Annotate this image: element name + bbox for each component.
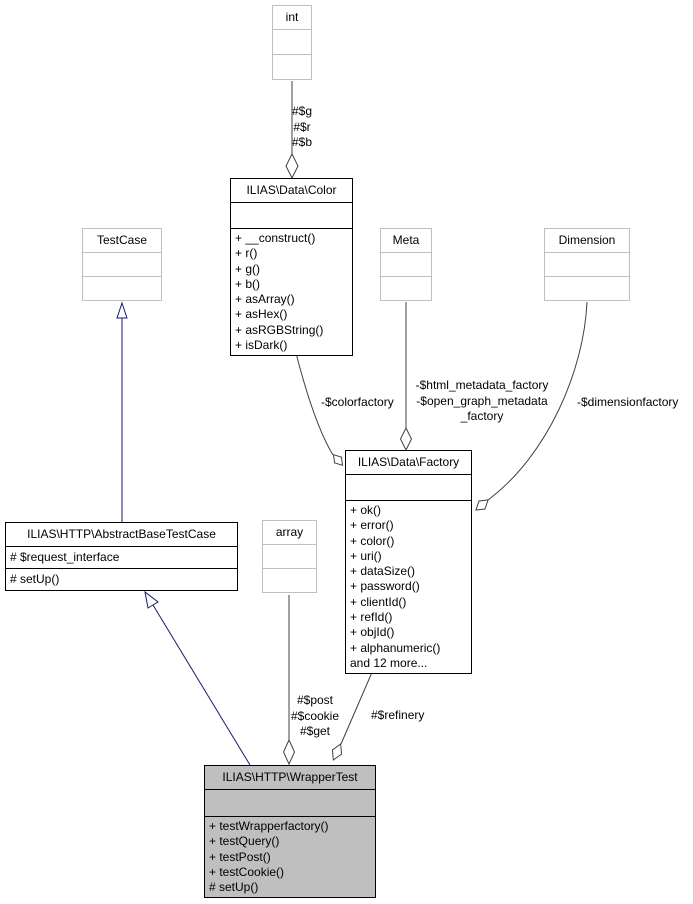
edge-color-to-factory (295, 352, 334, 456)
edge-label-post-cookie-get: #$post #$cookie #$get (290, 693, 340, 738)
class-box-ilias-data-factory[interactable]: ILIAS\Data\Factory + ok() + error() + co… (345, 450, 472, 675)
edge-label-rgb: #$g #$r #$b (291, 104, 313, 149)
attributes-compartment (205, 789, 375, 816)
method: + r() (235, 246, 258, 261)
methods-compartment (273, 54, 311, 79)
method: + objId() (350, 625, 395, 640)
method: + alphanumeric() (350, 640, 441, 655)
edge-label-colorfactory: -$colorfactory (321, 395, 394, 409)
attributes-compartment (346, 474, 471, 500)
class-box-ilias-http-wrappertest: ILIAS\HTTP\WrapperTest + testWrapperfact… (204, 765, 376, 899)
attributes-compartment (545, 252, 629, 276)
methods-compartment (263, 568, 316, 592)
methods-compartment: # setUp() (6, 568, 237, 590)
method: + isDark() (235, 338, 288, 353)
method: + asRGBString() (235, 322, 324, 337)
edge-wrappertest-to-abstractbase (152, 604, 251, 766)
attributes-compartment (381, 252, 431, 276)
edge-factory-to-wrappertest (340, 669, 374, 745)
method: and 12 more... (350, 655, 428, 670)
inheritance-arrow-icon (116, 301, 128, 319)
aggregation-diamond-icon (285, 152, 299, 180)
edge-label-metadata-factories: -$html_metadata_factory -$open_graph_met… (415, 378, 549, 423)
class-box-testcase: TestCase (82, 228, 162, 301)
method: + asHex() (235, 307, 288, 322)
attributes-compartment: # $request_interface (6, 546, 237, 568)
class-box-array: array (262, 520, 317, 593)
method: + dataSize() (350, 564, 416, 579)
inheritance-arrow-icon (144, 590, 159, 609)
method: + testWrapperfactory() (209, 819, 329, 833)
method: + asArray() (235, 292, 295, 307)
class-title: TestCase (96, 233, 148, 247)
class-title: array (275, 525, 304, 539)
methods-compartment (381, 276, 431, 300)
method: + __construct() (235, 231, 316, 245)
method: + b() (235, 276, 261, 291)
attributes-compartment (231, 202, 352, 228)
class-title: ILIAS\Data\Color (246, 183, 337, 197)
edge-label-refinery: #$refinery (371, 708, 425, 722)
method: # setUp() (209, 880, 259, 895)
attributes-compartment (273, 29, 311, 54)
aggregation-diamond-icon (399, 426, 413, 452)
method: + error() (350, 518, 394, 533)
edge-label-dimensionfactory: -$dimensionfactory (577, 395, 679, 409)
method: + g() (235, 261, 261, 276)
aggregation-diamond-icon (475, 499, 489, 511)
class-title: ILIAS\HTTP\AbstractBaseTestCase (27, 527, 216, 541)
method: + password() (350, 579, 420, 594)
aggregation-diamond-icon (332, 453, 344, 467)
class-box-ilias-http-abstractbasetestcase[interactable]: ILIAS\HTTP\AbstractBaseTestCase # $reque… (5, 522, 238, 591)
method: + uri() (350, 548, 382, 563)
method: + color() (350, 533, 395, 548)
method: + refId() (350, 610, 393, 625)
methods-compartment: + ok() + error() + color() + uri() + dat… (346, 500, 471, 673)
aggregation-diamond-icon (331, 743, 343, 761)
aggregation-diamond-icon (282, 738, 296, 766)
method: + clientId() (350, 594, 407, 609)
attributes-compartment (263, 544, 316, 568)
methods-compartment (545, 276, 629, 300)
class-box-int: int (272, 5, 312, 80)
methods-compartment: + __construct() + r() + g() + b() + asAr… (231, 228, 352, 355)
class-title: ILIAS\Data\Factory (357, 455, 460, 469)
method: + testQuery() (209, 834, 280, 849)
method: + testPost() (209, 849, 271, 864)
class-title: Dimension (558, 233, 616, 247)
attributes-compartment (83, 252, 161, 276)
edge-dimension-to-factory (487, 301, 588, 501)
class-box-ilias-data-color[interactable]: ILIAS\Data\Color + __construct() + r() +… (230, 178, 353, 357)
methods-compartment: + testWrapperfactory() + testQuery() + t… (205, 816, 375, 897)
class-title: Meta (392, 233, 420, 247)
class-title: ILIAS\HTTP\WrapperTest (222, 770, 358, 784)
class-title: int (285, 10, 299, 24)
class-box-meta: Meta (380, 228, 432, 301)
method: + ok() (350, 503, 382, 517)
method: + testCookie() (209, 864, 285, 879)
class-box-dimension: Dimension (544, 228, 630, 301)
methods-compartment (83, 276, 161, 300)
